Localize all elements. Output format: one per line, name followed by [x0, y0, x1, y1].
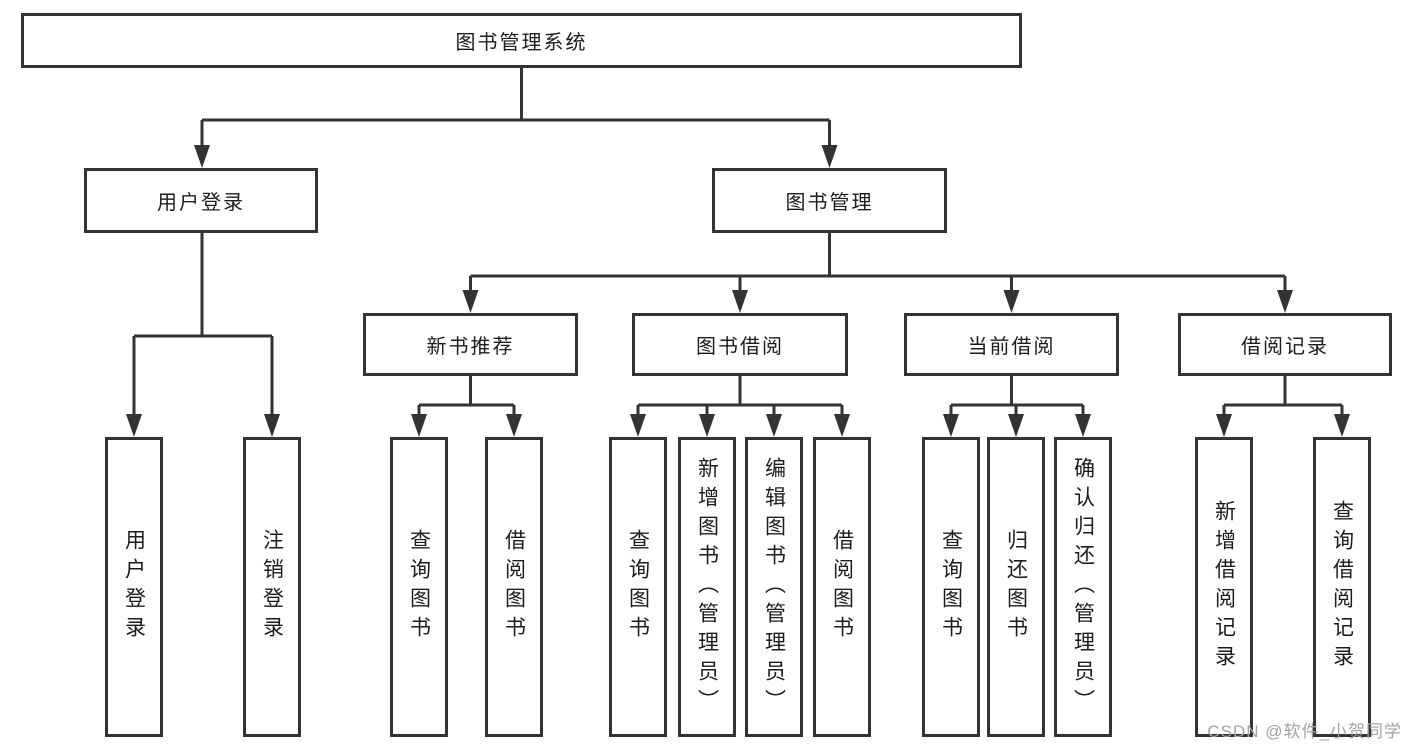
node-label: 新增借阅记录: [1212, 500, 1236, 674]
node-borrowing-edit-books-admin: 编辑图书（管理员）: [745, 437, 803, 737]
node-current-borrowing: 当前借阅: [904, 313, 1119, 376]
node-label: 借阅图书: [502, 529, 526, 645]
node-label: 查询图书: [626, 529, 650, 645]
node-records-query-record: 查询借阅记录: [1313, 437, 1371, 737]
node-borrowing-borrow-books: 借阅图书: [813, 437, 871, 737]
node-book-borrowing: 图书借阅: [632, 313, 848, 376]
node-label: 用户登录: [122, 529, 146, 645]
node-recommend-borrow-books: 借阅图书: [485, 437, 543, 737]
node-label: 编辑图书（管理员）: [762, 456, 786, 718]
node-label: 归还图书: [1004, 529, 1028, 645]
node-new-book-recommend: 新书推荐: [363, 313, 578, 376]
node-borrowing-add-books-admin: 新增图书（管理员）: [678, 437, 736, 737]
node-label: 查询图书: [407, 529, 431, 645]
node-logout: 注销登录: [243, 437, 301, 737]
node-library-system: 图书管理系统: [21, 13, 1022, 68]
node-borrowing-query-books: 查询图书: [609, 437, 667, 737]
watermark: CSDN @软件_小贺同学: [1207, 722, 1402, 741]
node-current-confirm-return-admin: 确认归还（管理员）: [1054, 437, 1112, 737]
node-user-login-leaf: 用户登录: [105, 437, 163, 737]
node-label: 查询图书: [939, 529, 963, 645]
node-current-return-books: 归还图书: [987, 437, 1045, 737]
node-label: 借阅图书: [830, 529, 854, 645]
node-records-add-record: 新增借阅记录: [1195, 437, 1253, 737]
node-user-login: 用户登录: [84, 168, 318, 233]
node-borrowing-records: 借阅记录: [1178, 313, 1392, 376]
node-label: 确认归还（管理员）: [1071, 456, 1095, 718]
node-book-management: 图书管理: [712, 168, 947, 233]
node-current-query-books: 查询图书: [922, 437, 980, 737]
node-recommend-query-books: 查询图书: [390, 437, 448, 737]
node-label: 查询借阅记录: [1330, 500, 1354, 674]
node-label: 新增图书（管理员）: [695, 456, 719, 718]
node-label: 注销登录: [260, 529, 284, 645]
